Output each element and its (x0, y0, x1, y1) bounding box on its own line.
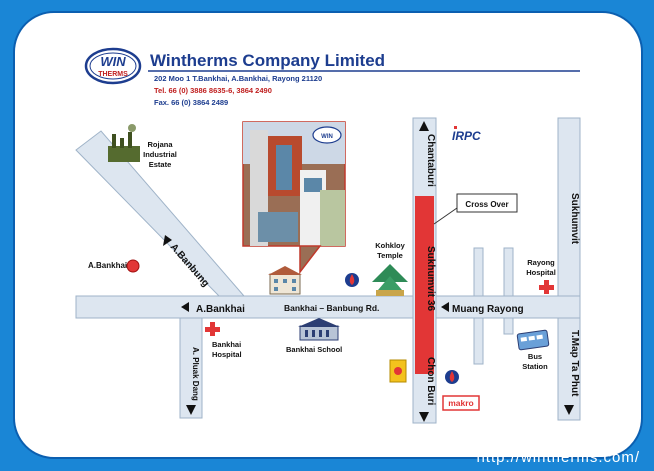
bus-icon (516, 329, 550, 351)
bus-station: Bus Station (516, 329, 550, 371)
svg-text:Bankhai: Bankhai (212, 340, 241, 349)
temple-icon (372, 264, 408, 296)
svg-text:Station: Station (522, 362, 548, 371)
svg-text:IRPC: IRPC (452, 129, 481, 143)
arrow-up-left-icon (163, 235, 172, 246)
svg-text:Cross Over: Cross Over (465, 200, 508, 209)
road-side-3 (473, 317, 484, 365)
cross-over-callout: Cross Over (433, 193, 518, 225)
logo-text-win: WIN (100, 54, 126, 69)
svg-text:Hospital: Hospital (526, 268, 556, 277)
road-side-4 (503, 317, 514, 335)
svg-text:Kohkloy: Kohkloy (375, 241, 405, 250)
label-muang-rayong: Muang Rayong (452, 304, 524, 315)
kohkloy-temple: Kohkloy Temple (372, 241, 408, 296)
school-icon (298, 318, 340, 341)
company-fax: Fax. 66 (0) 3864 2489 (154, 98, 228, 107)
arrow-down-icon (564, 405, 574, 415)
road-side-2 (503, 247, 514, 297)
svg-text:Industrial: Industrial (143, 150, 177, 159)
factory-sign-logo: WIN (312, 126, 342, 144)
label-chon-buri: Chon Buri (425, 357, 436, 406)
store-icon (389, 359, 407, 383)
website-url[interactable]: http://wintherms.com/ (476, 449, 640, 466)
arrow-left-icon (441, 302, 449, 312)
logo-text-therms: THERMS (98, 71, 128, 78)
irpc-logo: IRPC (452, 126, 481, 143)
wintherms-building-icon (268, 266, 302, 295)
label-a-bankhai-road: A.Bankhai (196, 304, 245, 315)
label-t-map-ta-phut: T.Map Ta Phut (569, 330, 580, 397)
svg-text:makro: makro (448, 398, 474, 408)
road-sukhumvit (557, 117, 581, 297)
location-dot-icon (126, 259, 140, 273)
company-name: Wintherms Company Limited (150, 51, 385, 70)
svg-text:Bus: Bus (528, 352, 542, 361)
gas-station-icon (345, 273, 359, 287)
company-header: WIN THERMS Wintherms Company Limited 202… (84, 47, 580, 107)
hospital-cross-icon (539, 280, 554, 294)
photo-pointer (299, 245, 322, 275)
company-address: 202 Moo 1 T.Bankhai, A.Bankhai, Rayong 2… (154, 74, 322, 83)
road-t-map-ta-phut (557, 317, 581, 421)
rojana-industrial-estate: Rojana Industrial Estate (108, 124, 177, 169)
label-a-pluak-dang: A. Pluak Dang (191, 347, 200, 401)
makro-store: makro (442, 395, 480, 411)
svg-text:Estate: Estate (149, 160, 172, 169)
svg-text:Rojana: Rojana (147, 140, 173, 149)
label-sukhumvit-36: Sukhumvit 36 (425, 246, 436, 311)
a-bankhai-place: A.Bankhai (88, 259, 140, 273)
svg-text:WIN: WIN (321, 134, 333, 140)
road-sukhumvit-36-highlight (415, 196, 434, 374)
road-a-pluak-dang (179, 317, 203, 419)
label-sukhumvit: Sukhumvit (569, 193, 580, 245)
road-direction-arrows (163, 121, 574, 422)
svg-text:A.Bankhai: A.Bankhai (88, 261, 127, 270)
bankhai-hospital: Bankhai Hospital (205, 322, 242, 359)
road-network (75, 117, 581, 424)
arrow-down-icon (186, 405, 196, 415)
arrow-up-icon (419, 121, 429, 131)
wintherms-logo: WIN THERMS (84, 47, 142, 85)
road-bankhai-banbung (75, 295, 581, 319)
bankhai-school: Bankhai School (286, 318, 342, 354)
arrow-left-icon (181, 302, 189, 312)
svg-text:Rayong: Rayong (527, 258, 555, 267)
hospital-cross-icon (205, 322, 220, 336)
arrow-down-icon (419, 412, 429, 422)
gas-station-icon (445, 370, 459, 384)
factory-icon (108, 124, 140, 162)
factory-photo: WIN (242, 121, 346, 247)
rayong-hospital: Rayong Hospital (526, 258, 556, 294)
label-chantaburi: Chantaburi (425, 134, 436, 187)
road-side-1 (473, 247, 484, 297)
svg-text:Temple: Temple (377, 251, 403, 260)
svg-text:Bankhai School: Bankhai School (286, 345, 342, 354)
company-tel: Tel. 66 (0) 3886 8635-6, 3864 2490 (154, 86, 272, 95)
label-bankhai-banbung-rd: Bankhai – Banbung Rd. (284, 303, 379, 313)
svg-text:Hospital: Hospital (212, 350, 242, 359)
